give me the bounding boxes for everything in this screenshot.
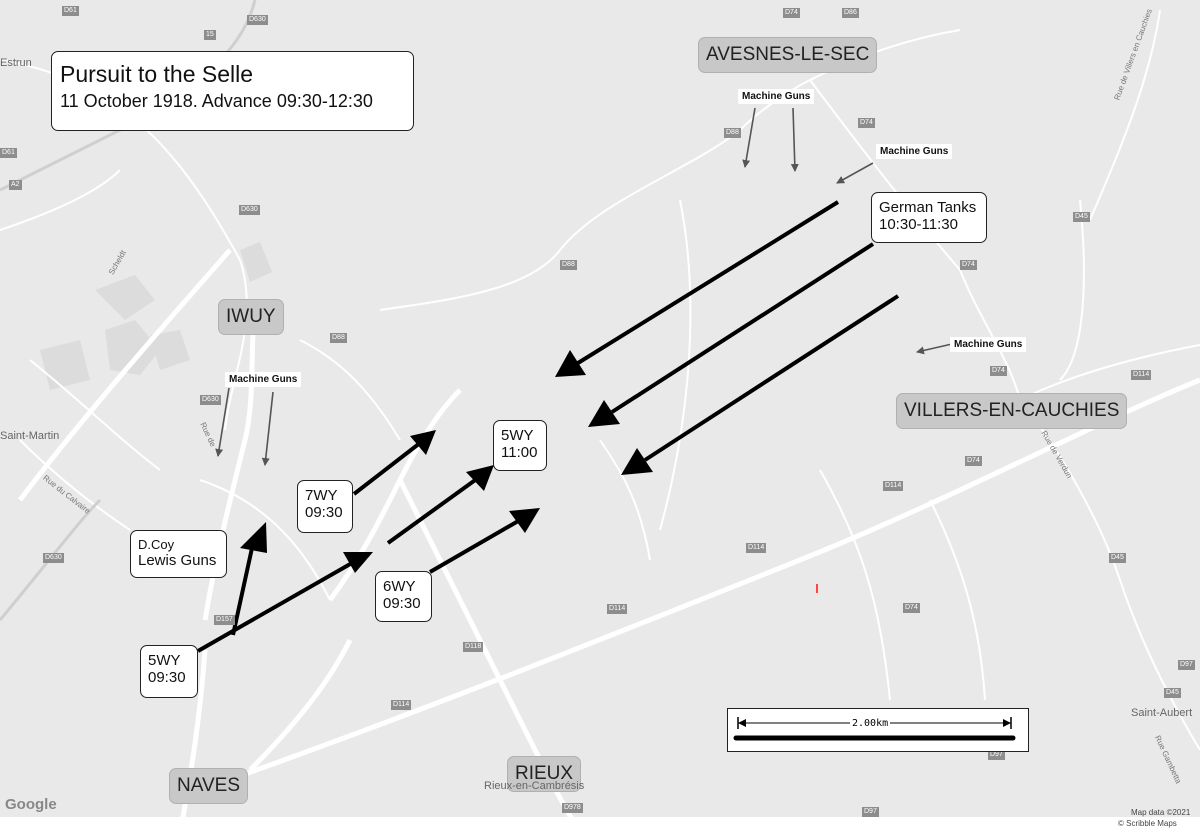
town-iwuy: IWUY	[218, 299, 284, 335]
google-logo: Google	[5, 796, 57, 813]
label-5wy-1100: 5WY 11:00	[493, 420, 547, 471]
town-rieux: RIEUX	[507, 756, 582, 792]
mg-arrow-east-lower	[916, 343, 953, 355]
title-box: Pursuit to the Selle 11 October 1918. Ad…	[51, 51, 414, 131]
road-shield: D118	[463, 642, 484, 652]
label-line: 09:30	[383, 595, 421, 612]
town-avesnes-le-sec: AVESNES-LE-SEC	[698, 37, 878, 73]
road-shield: D88	[724, 128, 741, 138]
road-shield: D74	[960, 260, 977, 270]
road-shield: D630	[43, 553, 64, 563]
road-shield: D630	[239, 205, 260, 215]
town-naves: NAVES	[169, 768, 249, 804]
place-estrun: Estrun	[0, 57, 32, 69]
map-subtitle: 11 October 1918. Advance 09:30-12:30	[60, 91, 373, 111]
road-shield: D74	[965, 456, 982, 466]
label-line: 5WY	[501, 427, 534, 444]
road-shield: D86	[842, 8, 859, 18]
road-shield: D74	[783, 8, 800, 18]
minor-roads	[0, 9, 1200, 751]
road-shield: D114	[607, 604, 628, 614]
place-rieux-en-cambresis: Rieux-en-Cambrésis	[484, 780, 585, 792]
road-shield: D45	[1073, 212, 1090, 222]
road-shield: D630	[200, 395, 221, 405]
label-line: 11:00	[501, 444, 538, 461]
advance-arrows	[197, 200, 900, 653]
mg-arrow-iwuy-right	[261, 391, 274, 466]
road-shield: D74	[903, 603, 920, 613]
road-shield: 15	[204, 30, 216, 40]
label-dcoy-lewis-guns: D.Coy Lewis Guns	[130, 530, 227, 578]
road-shield: D114	[391, 700, 412, 710]
arrow-german-bottom	[621, 294, 900, 475]
mg-arrow-avesnes-right	[790, 107, 799, 172]
arrow-5wy-northeast	[197, 552, 373, 653]
road-shield: D97	[1178, 660, 1195, 670]
road-shield: D157	[214, 615, 235, 625]
road-shield: D630	[247, 15, 268, 25]
road-shield: D74	[858, 118, 875, 128]
road-shield: D45	[1164, 688, 1181, 698]
road-shield: A2	[9, 180, 22, 190]
label-line: 5WY	[148, 652, 181, 669]
place-saint-martin: Saint-Martin	[0, 430, 60, 442]
attribution-scribble-maps[interactable]: © Scribble Maps	[1118, 819, 1177, 828]
road-shield: D114	[1131, 370, 1152, 380]
arrow-7wy-northeast	[352, 430, 436, 496]
mg-label-avesnes: Machine Guns	[738, 89, 815, 104]
arrow-6wy-lower	[428, 508, 540, 574]
label-5wy-0930: 5WY 09:30	[140, 645, 198, 698]
road-shield: D45	[1109, 553, 1126, 563]
scale-bar-label: 2.00km	[850, 718, 891, 729]
label-line: Lewis Guns	[138, 552, 217, 569]
label-7wy-0930: 7WY 09:30	[297, 480, 353, 533]
road-shield: D114	[883, 481, 904, 491]
arrow-6wy-center	[386, 465, 494, 545]
road-shield: D74	[990, 366, 1007, 376]
road-shield: D61	[62, 6, 79, 16]
road-shield: D114	[746, 543, 767, 553]
label-line: 7WY	[305, 487, 338, 504]
road-shield: D88	[560, 260, 577, 270]
machine-gun-arrows	[215, 107, 953, 466]
attribution-strip	[0, 817, 1200, 833]
arrow-german-middle	[588, 242, 875, 427]
map-title: Pursuit to the Selle	[60, 61, 254, 87]
terrain-patches	[40, 242, 272, 390]
road-shield: D97	[862, 807, 879, 817]
road-shield: D97	[988, 750, 1005, 760]
mg-label-east-lower: Machine Guns	[950, 337, 1027, 352]
scale-bar-graphic	[733, 717, 1016, 741]
scale-bar: 2.00km	[727, 708, 1029, 752]
place-saint-aubert: Saint-Aubert	[1131, 707, 1193, 719]
mg-label-east-upper: Machine Guns	[876, 144, 953, 159]
mg-arrow-avesnes-left	[742, 107, 756, 168]
label-line: 09:30	[305, 504, 343, 521]
road-shield: D88	[330, 333, 347, 343]
label-line: 10:30-11:30	[879, 216, 958, 233]
label-line: German Tanks	[879, 199, 977, 216]
label-line: 6WY	[383, 578, 416, 595]
label-line: 09:30	[148, 669, 186, 686]
town-villers-en-cauchies: VILLERS-EN-CAUCHIES	[896, 393, 1128, 429]
road-shield: D978	[562, 803, 583, 813]
mg-arrow-east-upper	[836, 162, 874, 184]
arrow-german-top	[555, 200, 840, 377]
label-6wy-0930: 6WY 09:30	[375, 571, 432, 622]
label-line: D.Coy	[138, 537, 175, 552]
arrow-dcoy-north	[231, 522, 267, 636]
attribution-map-data[interactable]: Map data ©2021	[1131, 808, 1191, 817]
location-marker	[816, 584, 818, 593]
label-german-tanks: German Tanks 10:30-11:30	[871, 192, 987, 243]
mg-label-iwuy: Machine Guns	[225, 372, 302, 387]
mg-arrow-iwuy-left	[215, 387, 230, 457]
road-shield: D61	[0, 148, 17, 158]
